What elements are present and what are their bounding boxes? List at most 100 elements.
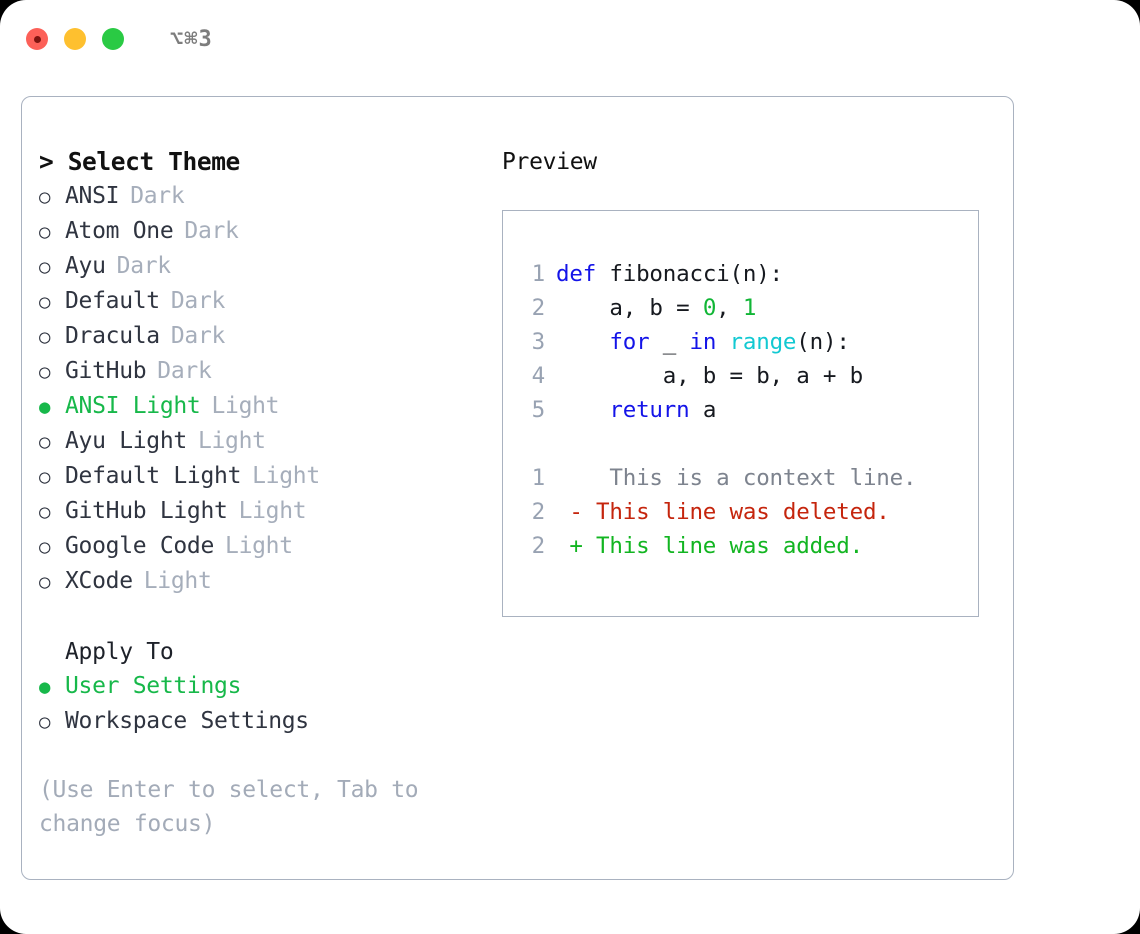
code-text: a, b = 0, 1 [556, 291, 756, 325]
code-text: a, b = b, a + b [556, 359, 863, 393]
code-line: 3 for _ in range(n): [515, 325, 978, 359]
code-text: return a [556, 393, 716, 427]
radio-selected-icon: ● [39, 676, 51, 698]
token-fn: range [729, 329, 797, 355]
token-plain: a [689, 397, 717, 423]
theme-kind: Light [197, 428, 266, 454]
radio-unselected-icon: ○ [39, 571, 51, 593]
token-plain: fibonacci(n): [596, 261, 783, 287]
diff-line-ctx: 1 This is a context line. [515, 461, 978, 495]
theme-kind: Dark [170, 323, 226, 349]
token-plain: a, b = [556, 295, 703, 321]
apply-to-section: Apply To ● User Settings ○Workspace Settin… [39, 635, 492, 739]
minimize-button[interactable] [64, 28, 86, 50]
apply-to-option-workspace-settings[interactable]: ○Workspace Settings [39, 704, 492, 739]
token-kw: in [689, 329, 717, 355]
code-line: 5 return a [515, 393, 978, 427]
token-plain [556, 397, 609, 423]
apply-to-label: Apply To [65, 639, 174, 665]
theme-option-ayu[interactable]: ○ Ayu Dark [39, 249, 492, 284]
theme-kind: Light [143, 568, 212, 594]
radio-unselected-icon: ○ [39, 326, 51, 348]
theme-name: ANSI Light [65, 393, 201, 419]
code-line: 4 a, b = b, a + b [515, 359, 978, 393]
theme-option-atom-one[interactable]: ○ Atom One Dark [39, 214, 492, 249]
line-number: 1 [531, 465, 546, 491]
line-number: 3 [531, 329, 546, 355]
theme-option-github-light[interactable]: ○ GitHub Light Light [39, 494, 492, 529]
line-number: 5 [531, 397, 546, 423]
token-kw: def [556, 261, 597, 287]
token-plain [716, 329, 729, 355]
apply-to-name: User Settings [65, 673, 242, 699]
theme-option-dracula[interactable]: ○ Dracula Dark [39, 319, 492, 354]
theme-name: GitHub [65, 358, 147, 384]
theme-kind: Light [238, 498, 307, 524]
radio-unselected-icon: ○ [39, 431, 51, 453]
token-num: 0 [702, 295, 717, 321]
token-kw: for [609, 329, 650, 355]
diff-sample: 1 This is a context line.2 - This line w… [515, 461, 978, 563]
theme-name: XCode [65, 568, 133, 594]
theme-kind: Dark [184, 218, 239, 244]
diff-line-add: 2 + This line was added. [515, 529, 978, 563]
radio-unselected-icon: ○ [39, 501, 51, 523]
theme-name: Ayu Light [65, 428, 187, 454]
code-text: for _ in range(n): [556, 325, 850, 359]
token-kw: return [609, 397, 690, 423]
theme-option-xcode[interactable]: ○ XCode Light [39, 564, 492, 599]
keyboard-shortcut-label: ⌥⌘3 [170, 26, 213, 52]
select-theme-prompt: > Select Theme [39, 147, 240, 176]
radio-selected-icon: ● [39, 396, 51, 418]
radio-unselected-icon: ○ [39, 256, 51, 278]
radio-unselected-icon: ○ [39, 361, 51, 383]
theme-kind: Light [211, 393, 280, 419]
diff-text: - This line was deleted. [556, 499, 890, 525]
apply-to-list[interactable]: ● User Settings ○Workspace Settings [39, 669, 492, 739]
title-bar: ⌥⌘3 [0, 0, 1140, 78]
token-plain: a, b = b, a + b [556, 363, 863, 389]
radio-unselected-icon: ○ [39, 466, 51, 488]
apply-to-option-user-settings[interactable]: ● User Settings [39, 669, 492, 704]
diff-line-del: 2 - This line was deleted. [515, 495, 978, 529]
theme-kind: Dark [116, 253, 172, 279]
diff-text: + This line was added. [556, 533, 863, 559]
radio-unselected-icon: ○ [39, 221, 51, 243]
radio-unselected-icon: ○ [39, 186, 51, 208]
theme-kind: Light [252, 463, 320, 489]
theme-option-ayu-light[interactable]: ○ Ayu Light Light [39, 424, 492, 459]
theme-name: ANSI [65, 183, 120, 209]
token-plain: , [716, 295, 743, 321]
window-controls [26, 28, 124, 50]
theme-kind: Light [225, 533, 293, 559]
theme-option-ansi-light[interactable]: ● ANSI Light Light [39, 389, 492, 424]
theme-name: Dracula [65, 323, 160, 349]
theme-name: Ayu [65, 253, 106, 279]
code-line: 2 a, b = 0, 1 [515, 291, 978, 325]
close-button[interactable] [26, 28, 48, 50]
token-num: 1 [742, 295, 757, 321]
token-plain: _ [649, 329, 690, 355]
line-number: 2 [531, 499, 546, 525]
code-text: def fibonacci(n): [556, 257, 783, 291]
theme-name: GitHub Light [65, 498, 228, 524]
token-plain [556, 329, 609, 355]
theme-kind: Dark [170, 288, 226, 314]
maximize-button[interactable] [102, 28, 124, 50]
theme-name: Atom One [65, 218, 174, 244]
token-plain: (n): [796, 329, 850, 355]
theme-name: Default [65, 288, 160, 314]
diff-text: This is a context line. [556, 465, 917, 491]
